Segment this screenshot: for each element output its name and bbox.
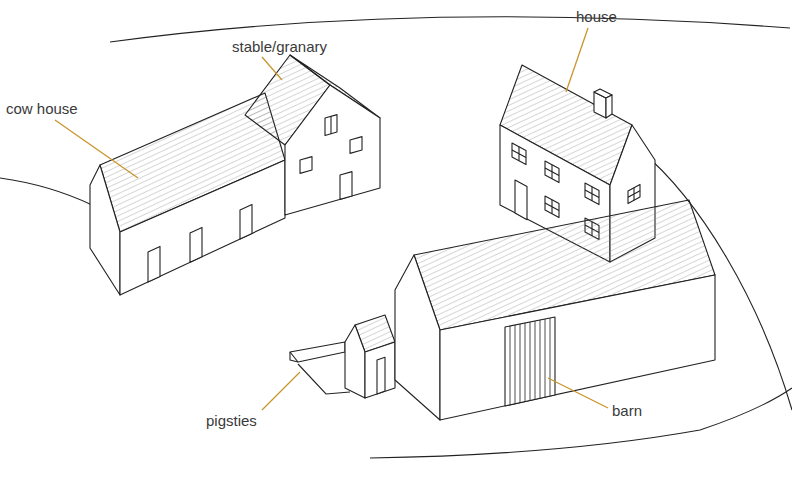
door [190, 227, 202, 262]
leader-lines [55, 28, 608, 410]
window [545, 196, 559, 218]
front-wall [120, 160, 285, 295]
window [512, 143, 526, 165]
window-bar [512, 147, 526, 161]
barn-doors [505, 317, 555, 406]
yard-wall [290, 352, 298, 362]
window [628, 184, 640, 203]
part-label: barn [612, 402, 642, 420]
front-wall [440, 275, 715, 420]
end-wall [285, 85, 380, 215]
door [515, 180, 527, 220]
door [240, 204, 252, 239]
window-bar [585, 187, 599, 201]
window [300, 157, 312, 174]
part-label: stable/granary [232, 38, 327, 56]
door [377, 357, 385, 394]
leader-line [262, 57, 282, 80]
door [148, 246, 160, 282]
stable-drawing [245, 55, 380, 215]
part-label: house [576, 8, 617, 26]
leader-line [566, 28, 588, 92]
leader-line [548, 378, 608, 408]
window-bar [545, 200, 559, 214]
ground-line [298, 364, 350, 394]
window [325, 115, 337, 136]
chimney [606, 95, 612, 118]
ground-lines [0, 17, 792, 458]
window [545, 161, 559, 183]
yard-wall [290, 342, 345, 362]
door-planks [510, 318, 550, 405]
window-bar [628, 188, 640, 201]
ground-line [0, 178, 92, 205]
window [350, 137, 362, 154]
leader-line [55, 120, 138, 178]
window [585, 183, 599, 205]
part-label: cow house [6, 100, 78, 118]
part-label: pigsties [206, 412, 257, 430]
door [340, 172, 352, 200]
barn-drawing [395, 200, 715, 420]
pigsties-drawing [290, 315, 395, 398]
ground-line [110, 17, 790, 42]
end-wall [90, 165, 120, 295]
end-wall [345, 325, 365, 398]
side-wall [365, 342, 395, 398]
window-bar [545, 165, 559, 179]
end-wall [395, 255, 440, 420]
window-bar [330, 116, 331, 134]
leader-line [262, 372, 300, 410]
